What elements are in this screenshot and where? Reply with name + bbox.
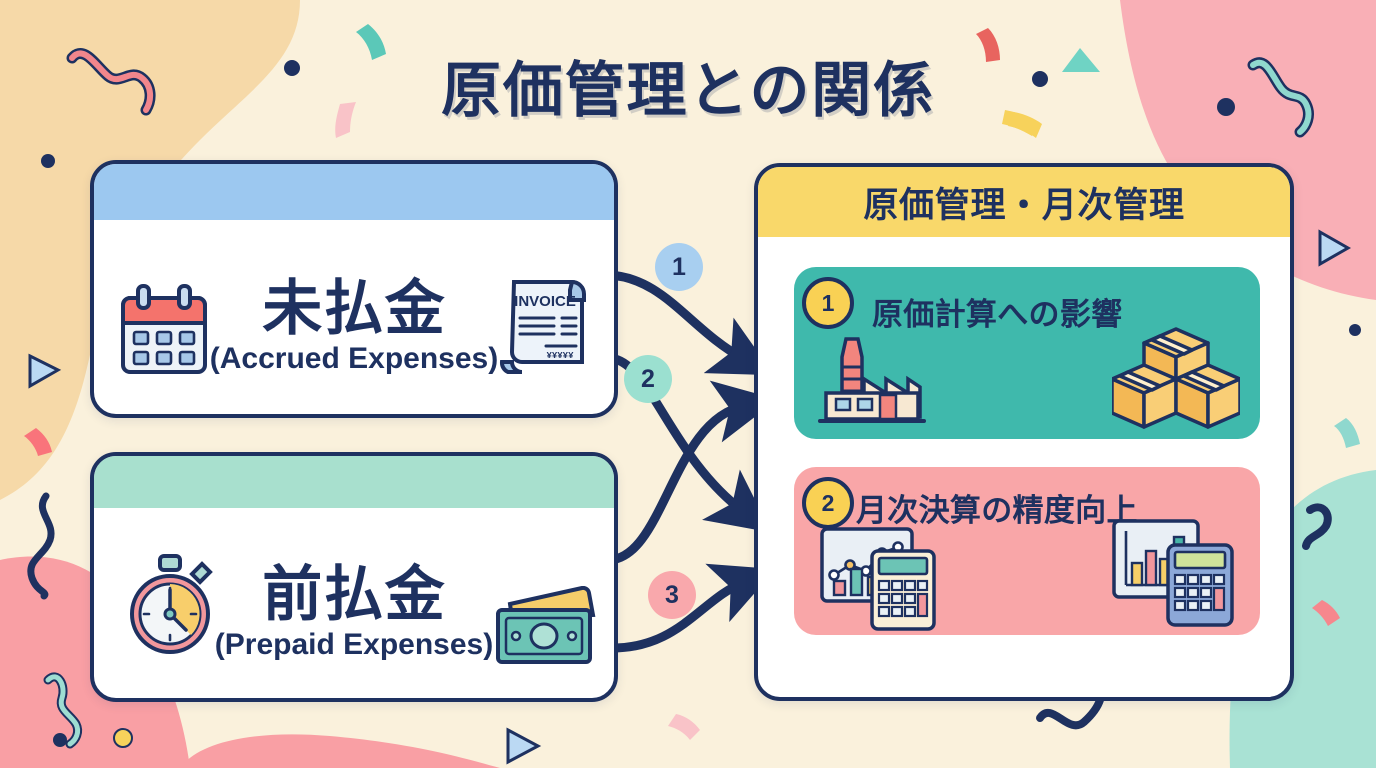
panel-header: 原価管理・月次管理 bbox=[758, 167, 1290, 237]
factory-icon bbox=[818, 337, 926, 423]
panel-item-cost-calculation[interactable]: 原価計算への影響 bbox=[794, 267, 1260, 439]
panel-item-2-badge-label: 2 bbox=[821, 489, 835, 516]
panel-item-1-title: 原価計算への影響 bbox=[872, 297, 1123, 332]
bar-chart-calculator-icon bbox=[1112, 519, 1234, 627]
panel-item-monthly-accuracy[interactable]: 月次決算の精度向上 bbox=[794, 467, 1260, 635]
panel-item-2-badge: 2 bbox=[802, 477, 854, 529]
cash-money-icon bbox=[496, 586, 596, 664]
invoice-label: INVOICE bbox=[514, 293, 576, 310]
page-title-text: 原価管理との関係 bbox=[441, 57, 935, 124]
card-prepaid-header-strip bbox=[94, 456, 614, 508]
panel-item-2-title: 月次決算の精度向上 bbox=[856, 493, 1138, 528]
panel-item-1-badge: 1 bbox=[802, 277, 854, 329]
connector-badge-2-label: 2 bbox=[641, 364, 655, 393]
stacked-boxes-icon bbox=[1112, 327, 1240, 429]
svg-text:¥¥¥¥¥: ¥¥¥¥¥ bbox=[546, 351, 574, 361]
invoice-scroll-icon: INVOICE ¥¥¥¥¥ bbox=[500, 279, 586, 374]
chart-calculator-icon bbox=[820, 527, 936, 631]
connector-badge-1: 1 bbox=[655, 243, 703, 291]
connector-badge-1-label: 1 bbox=[672, 252, 686, 281]
card-accrued-header-strip bbox=[94, 164, 614, 220]
connector-badge-3-label: 3 bbox=[665, 580, 679, 609]
card-accrued-expenses[interactable]: 未払金 (Accrued Expenses) INVOICE ¥¥¥¥¥ bbox=[90, 160, 618, 418]
page-title: 原価管理との関係 bbox=[0, 42, 1376, 129]
card-accrued-body: 未払金 (Accrued Expenses) INVOICE ¥¥¥¥¥ bbox=[94, 220, 614, 414]
card-prepaid-expenses[interactable]: 前払金 (Prepaid Expenses) bbox=[90, 452, 618, 702]
panel-cost-monthly-management[interactable]: 原価管理・月次管理 原価計算への影響 bbox=[754, 163, 1294, 701]
card-prepaid-body: 前払金 (Prepaid Expenses) bbox=[94, 508, 614, 698]
panel-header-text: 原価管理・月次管理 bbox=[863, 185, 1185, 225]
connector-badge-3: 3 bbox=[648, 571, 696, 619]
connector-badge-2: 2 bbox=[624, 355, 672, 403]
panel-item-1-badge-label: 1 bbox=[821, 289, 835, 316]
